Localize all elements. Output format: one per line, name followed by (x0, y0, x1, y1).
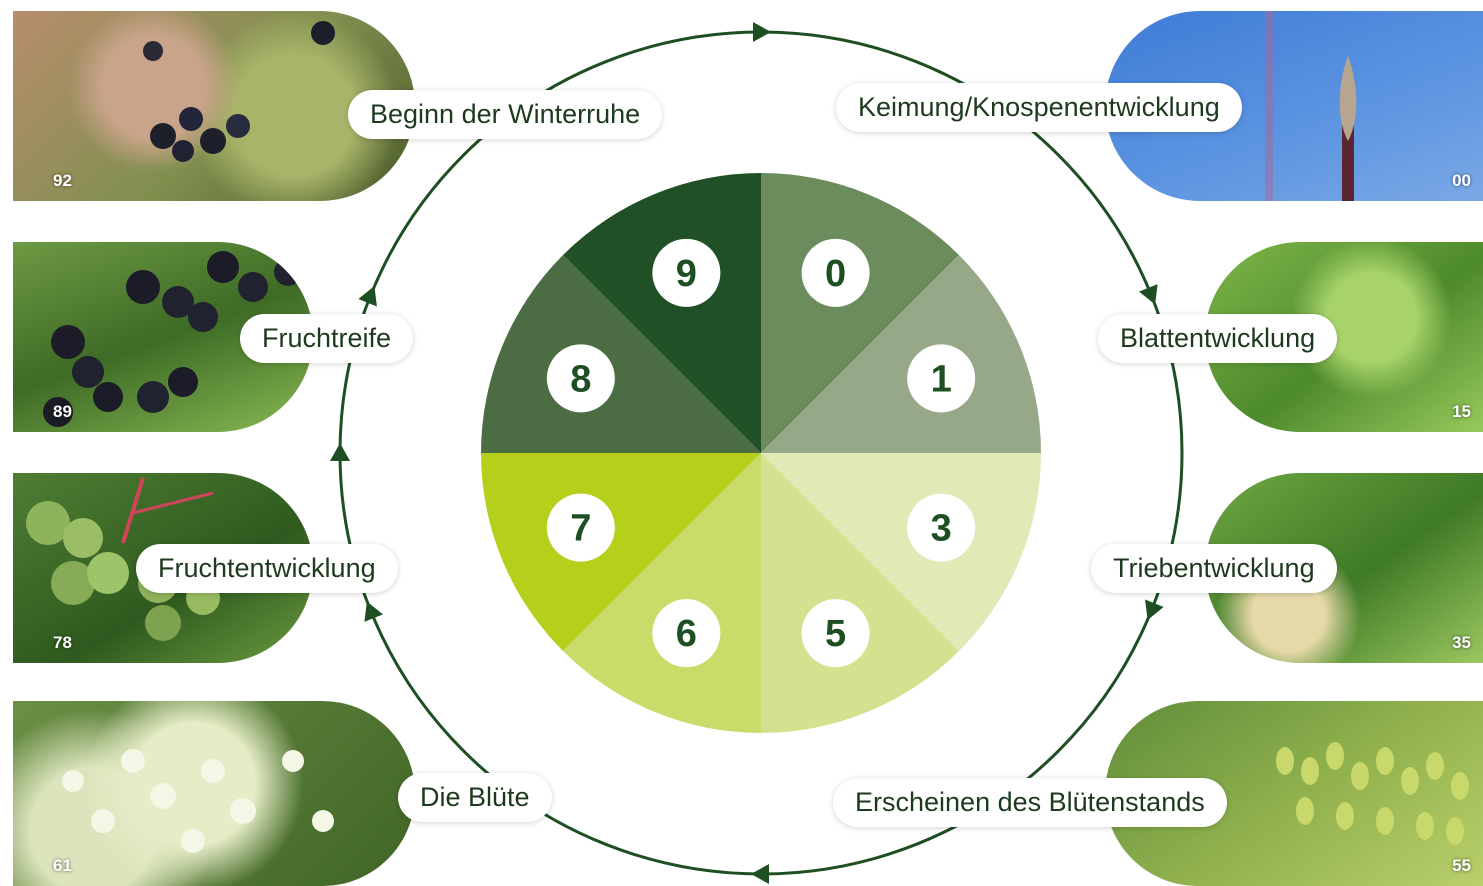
label-beginn-winterruhe: Beginn der Winterruhe (348, 90, 663, 140)
cycle-arrow-icon (1145, 599, 1164, 620)
flowers-icon (62, 749, 334, 853)
berries-icon (43, 251, 302, 427)
phase-badge-circle (546, 493, 615, 562)
cycle-arrow-icon (330, 443, 350, 461)
stage-code: 92 (53, 171, 72, 190)
label-die-bluete: Die Blüte (398, 773, 552, 823)
photo-winterruhe: 92 (13, 11, 415, 201)
phase-number: 7 (570, 508, 591, 550)
wheel-segment-5 (761, 453, 959, 733)
phase-badge-8: 8 (546, 344, 615, 413)
cycle-arrow-icon (753, 22, 771, 42)
phase-number: 1 (931, 358, 952, 400)
wheel-segment-9 (563, 173, 761, 453)
phase-badge-circle (801, 238, 870, 307)
flower-buds-icon (1276, 742, 1469, 845)
phase-badge-circle (907, 493, 976, 562)
phase-number: 0 (825, 253, 846, 295)
cycle-arrow-icon (1139, 284, 1158, 305)
phase-badge-0: 0 (801, 238, 870, 307)
phase-badge-circle (652, 599, 721, 668)
phase-number: 6 (676, 613, 697, 655)
wheel-segment-8 (481, 255, 761, 453)
wheel-segment-1 (761, 255, 1041, 453)
wheel-segment-6 (563, 453, 761, 733)
stage-code: 15 (1452, 402, 1471, 421)
phase-badge-6: 6 (652, 599, 721, 668)
phase-number: 9 (676, 253, 697, 295)
cycle-arrow-icon (751, 864, 769, 884)
label-bluetenstand: Erscheinen des Blütenstands (833, 778, 1227, 828)
label-blattentwicklung: Blattentwicklung (1098, 314, 1338, 364)
phase-badge-circle (801, 599, 870, 668)
stage-code: 61 (53, 856, 72, 875)
label-triebentwicklung: Triebentwicklung (1091, 544, 1337, 594)
phase-badge-circle (652, 238, 721, 307)
stage-code: 55 (1452, 856, 1471, 875)
bud-icon (1265, 11, 1357, 201)
phase-badge-1: 1 (907, 344, 976, 413)
phase-number: 5 (825, 613, 846, 655)
phase-badge-7: 7 (546, 493, 615, 562)
stage-code: 78 (53, 633, 72, 652)
stage-code: 35 (1452, 633, 1471, 652)
wheel-segment-7 (481, 453, 761, 651)
cycle-arrow-icon (358, 286, 377, 307)
label-fruchtreife: Fruchtreife (240, 314, 414, 364)
stage-code: 00 (1452, 171, 1471, 190)
wheel-segment-3 (761, 453, 1041, 651)
phase-wheel: 0 1 3 5 6 7 8 9 (481, 173, 1041, 733)
stage-code: 89 (53, 402, 72, 421)
phase-badge-5: 5 (801, 599, 870, 668)
phase-badge-9: 9 (652, 238, 721, 307)
label-keimung: Keimung/Knospenentwicklung (836, 83, 1242, 133)
berries-icon (143, 21, 335, 162)
phase-badge-circle (546, 344, 615, 413)
phase-badge-3: 3 (907, 493, 976, 562)
wheel-segment-0 (761, 173, 959, 453)
photo-bluete: 61 (13, 701, 415, 886)
phase-number: 8 (570, 358, 591, 400)
phase-number: 3 (931, 508, 952, 550)
label-fruchtentwicklung: Fruchtentwicklung (136, 544, 398, 594)
phase-badge-circle (907, 344, 976, 413)
cycle-arrow-icon (364, 601, 383, 622)
